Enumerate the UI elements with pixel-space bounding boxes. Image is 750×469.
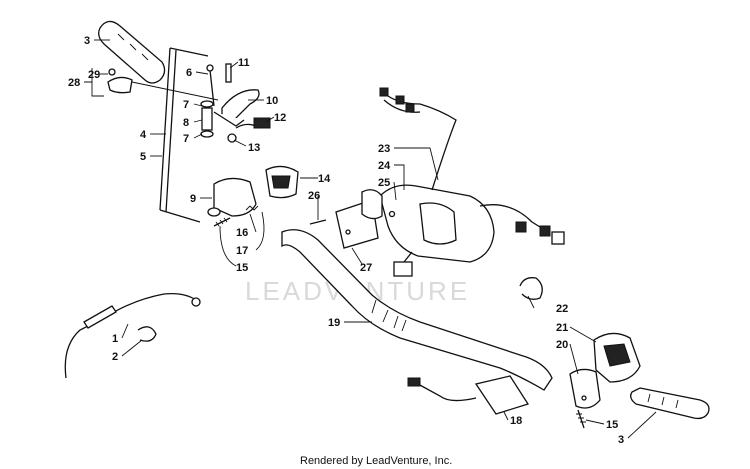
callout-13: 13 (248, 142, 260, 154)
callout-29: 29 (88, 69, 100, 81)
screw-15-left (213, 217, 231, 227)
cable-clip-22 (519, 277, 543, 300)
callout-3-left: 3 (84, 35, 90, 47)
callout-15-right: 15 (606, 419, 618, 431)
screw-26 (309, 219, 327, 225)
handlebar[interactable] (281, 229, 553, 391)
left-grip[interactable] (98, 20, 166, 84)
cover-18[interactable] (407, 375, 530, 415)
callout-16: 16 (236, 227, 248, 239)
callout-8: 8 (183, 117, 189, 129)
switch-housing-20[interactable] (569, 368, 601, 409)
callouts: 3 29 28 6 11 7 8 7 10 12 13 4 5 9 14 26 … (68, 35, 624, 446)
callout-26: 26 (308, 190, 320, 202)
callout-1: 1 (112, 333, 118, 345)
callout-14: 14 (318, 173, 331, 185)
throttle-cable[interactable] (64, 292, 201, 379)
callout-5: 5 (140, 151, 146, 163)
callout-9: 9 (190, 193, 196, 205)
pin-11 (225, 63, 232, 83)
spring-16 (245, 205, 259, 211)
callout-3-right: 3 (618, 434, 624, 446)
callout-24: 24 (378, 160, 391, 172)
screw-6 (206, 64, 215, 107)
throttle-housing[interactable] (361, 184, 495, 263)
callout-25: 25 (378, 177, 390, 189)
callout-15-left: 15 (236, 262, 248, 274)
callout-20: 20 (556, 339, 568, 351)
callout-17: 17 (236, 245, 248, 257)
footer-credit: Rendered by LeadVenture, Inc. (300, 455, 452, 467)
callout-7-upper: 7 (183, 99, 189, 111)
callout-12: 12 (274, 112, 286, 124)
callout-28: 28 (68, 77, 80, 89)
callout-4: 4 (140, 129, 147, 141)
leader-lines (84, 39, 657, 439)
wire-harness (379, 87, 565, 245)
left-switch-housing[interactable] (207, 177, 257, 217)
throttle-lever[interactable] (213, 89, 260, 127)
mounting-bracket (159, 47, 209, 223)
callout-18: 18 (510, 415, 522, 427)
callout-10: 10 (266, 95, 278, 107)
callout-19: 19 (328, 317, 340, 329)
plug-connector (393, 251, 413, 277)
right-grip[interactable] (630, 387, 710, 420)
clamp[interactable] (107, 68, 133, 94)
switch-14[interactable] (265, 165, 299, 199)
callout-27: 27 (360, 262, 372, 274)
screw-25 (388, 210, 396, 218)
callout-2: 2 (112, 351, 118, 363)
callout-23: 23 (378, 143, 390, 155)
callout-6: 6 (186, 67, 192, 79)
callout-22: 22 (556, 303, 568, 315)
connector-12 (235, 117, 271, 129)
spacer-8 (200, 100, 214, 138)
callout-7-lower: 7 (183, 133, 189, 145)
cable-clip-2 (137, 326, 157, 342)
callout-11: 11 (238, 57, 250, 69)
callout-21: 21 (556, 322, 568, 334)
right-switch[interactable] (593, 332, 641, 383)
screw-15-right (576, 409, 586, 429)
